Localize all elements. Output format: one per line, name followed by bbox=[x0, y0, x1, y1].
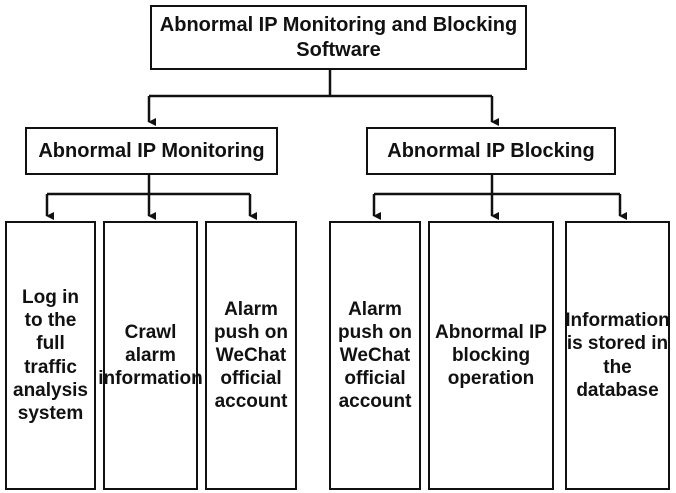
leaf-node-crawl-alarm: Crawl alarm information bbox=[98, 221, 203, 490]
leaf-label: Information is stored in the database bbox=[565, 310, 670, 401]
leaf-label: Log in to the full traffic analysis syst… bbox=[13, 286, 88, 424]
leaf-node-alarm-push-monitoring: Alarm push on WeChat official account bbox=[205, 221, 297, 490]
leaf-node-blocking-operation: Abnormal IP blocking operation bbox=[428, 221, 554, 490]
leaf-label: Abnormal IP blocking operation bbox=[435, 321, 547, 390]
leaf-label: Crawl alarm information bbox=[98, 321, 203, 390]
monitoring-node: Abnormal IP Monitoring bbox=[25, 127, 278, 175]
root-node: Abnormal IP Monitoring and Blocking Soft… bbox=[150, 5, 527, 70]
leaf-node-store-database: Information is stored in the database bbox=[565, 221, 670, 490]
root-label: Abnormal IP Monitoring and Blocking Soft… bbox=[159, 14, 518, 61]
blocking-node: Abnormal IP Blocking bbox=[366, 127, 616, 175]
blocking-label: Abnormal IP Blocking bbox=[387, 139, 595, 162]
leaf-node-alarm-push-blocking: Alarm push on WeChat official account bbox=[329, 221, 421, 490]
monitoring-label: Abnormal IP Monitoring bbox=[38, 140, 265, 162]
leaf-label: Alarm push on WeChat official account bbox=[214, 298, 288, 413]
leaf-node-login-traffic-system: Log in to the full traffic analysis syst… bbox=[5, 221, 96, 490]
leaf-label: Alarm push on WeChat official account bbox=[338, 298, 412, 413]
